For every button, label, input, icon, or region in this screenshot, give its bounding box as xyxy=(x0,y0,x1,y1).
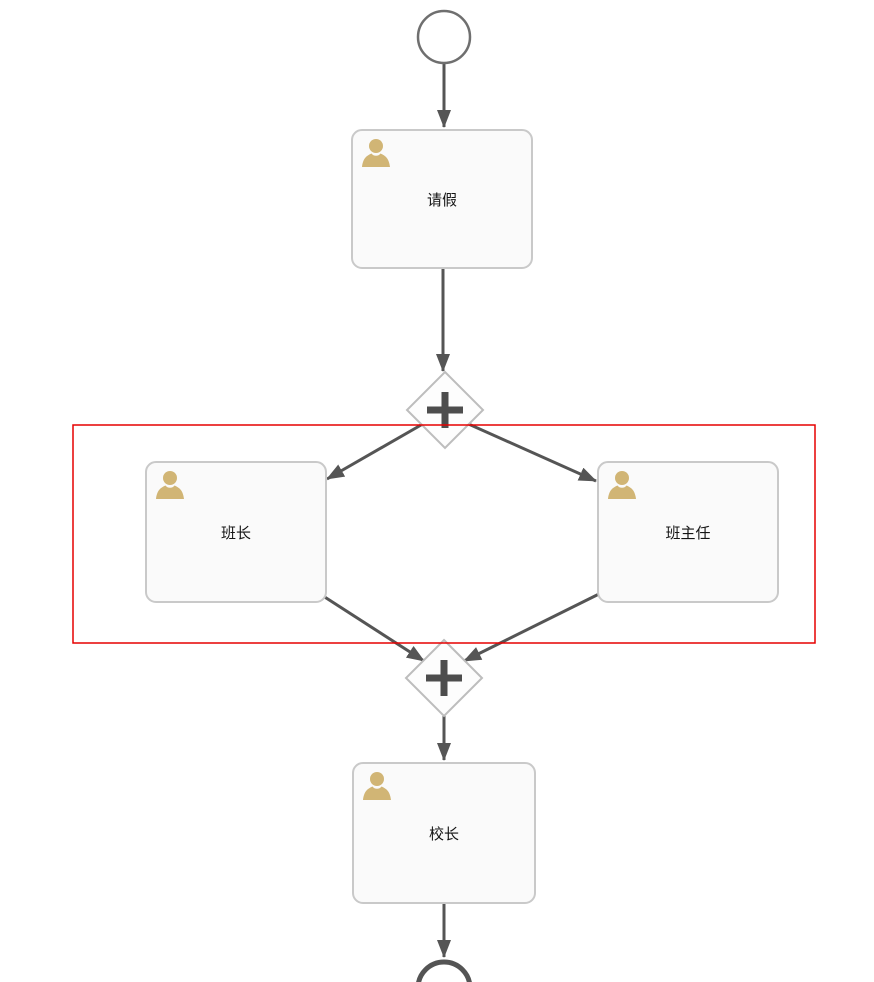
plus-icon xyxy=(426,660,462,696)
sequence-flows xyxy=(319,64,602,958)
end-event-circle[interactable] xyxy=(416,959,472,982)
task-qingjia[interactable]: 请假 xyxy=(351,129,533,269)
task-label: 校长 xyxy=(429,826,459,843)
flow-split-to-banzhang[interactable] xyxy=(326,419,429,481)
flow-banzhuren-to-join[interactable] xyxy=(463,591,602,663)
task-label: 班长 xyxy=(221,525,251,542)
task-banzhang[interactable]: 班长 xyxy=(145,461,327,603)
highlight-rectangle xyxy=(72,424,816,644)
task-box[interactable] xyxy=(351,129,533,269)
task-xiaozhang[interactable]: 校长 xyxy=(352,762,536,904)
task-box[interactable] xyxy=(597,461,779,603)
parallel-gateway-join[interactable] xyxy=(404,638,484,718)
task-box[interactable] xyxy=(145,461,327,603)
end-event[interactable] xyxy=(416,959,472,982)
flow-split-to-banzhuren[interactable] xyxy=(463,420,597,483)
start-event-circle[interactable] xyxy=(416,9,472,65)
task-label: 班主任 xyxy=(665,525,710,542)
start-event[interactable] xyxy=(416,9,472,65)
flow-banzhang-to-join[interactable] xyxy=(319,592,425,663)
parallel-gateway-split[interactable] xyxy=(405,370,485,450)
task-label: 请假 xyxy=(427,192,457,209)
plus-icon xyxy=(427,392,463,428)
task-box[interactable] xyxy=(352,762,536,904)
task-banzhuren[interactable]: 班主任 xyxy=(597,461,779,603)
